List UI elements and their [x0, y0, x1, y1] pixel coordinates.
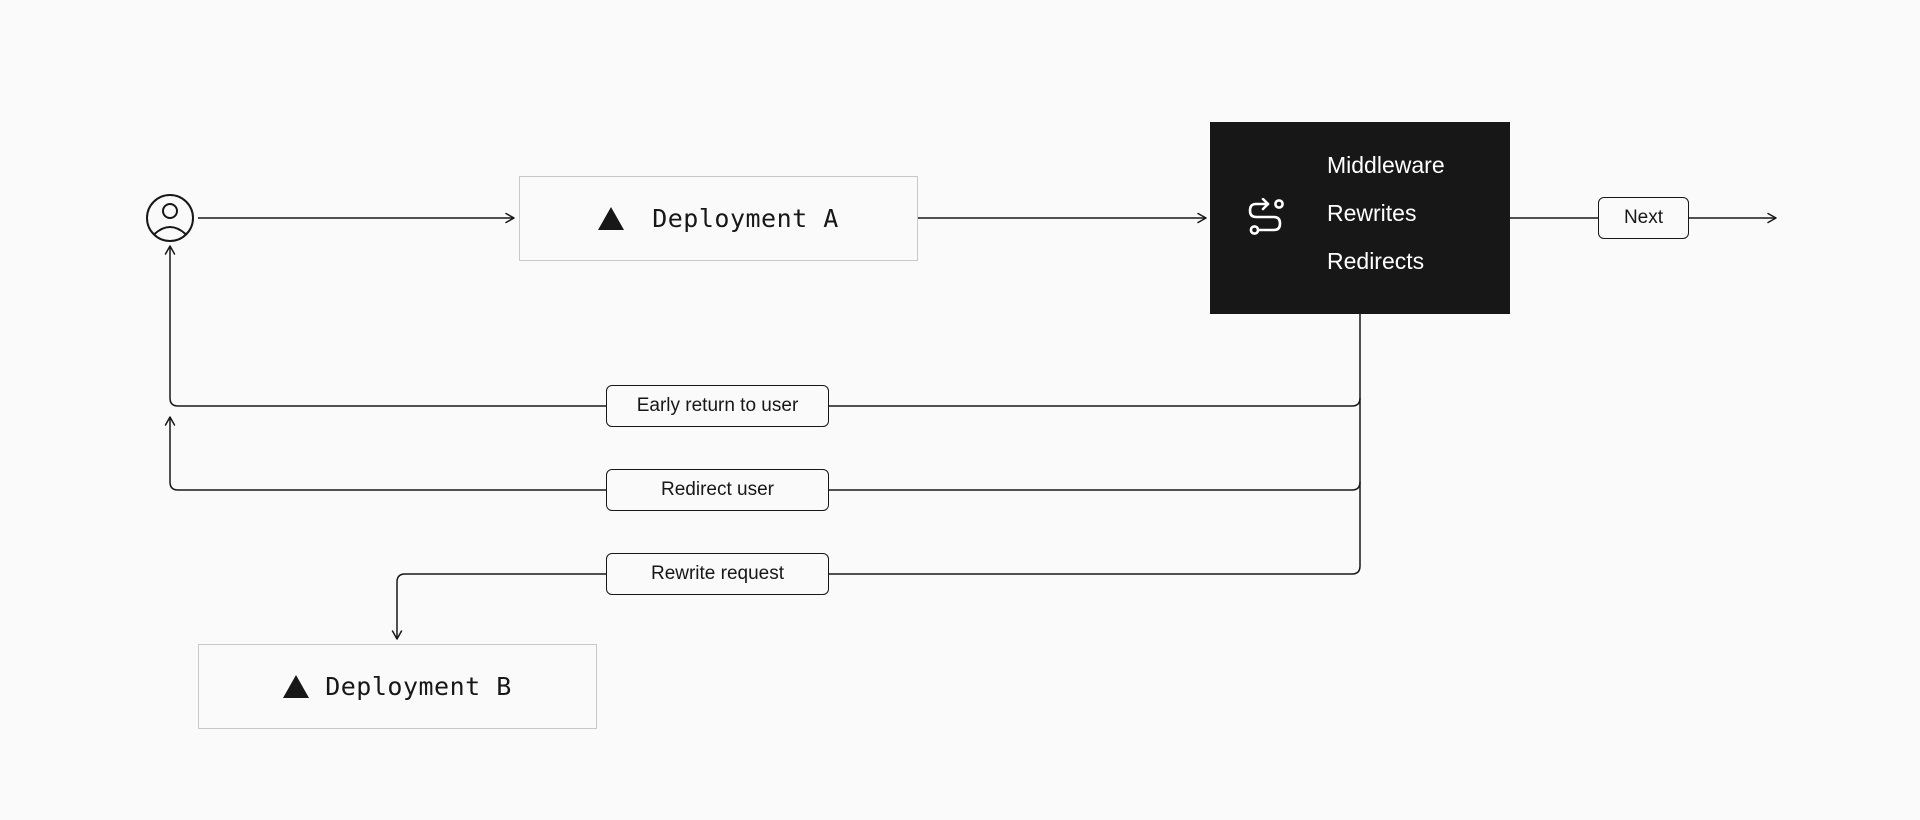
middleware-item-list: Middleware Rewrites Redirects [1327, 152, 1445, 275]
redirect-user-label: Redirect user [606, 469, 829, 511]
middleware-node: Middleware Rewrites Redirects [1210, 122, 1510, 314]
middleware-item-middleware: Middleware [1327, 152, 1445, 178]
user-icon [145, 193, 195, 243]
edge-rewrite [391, 565, 1361, 640]
middleware-item-redirects: Redirects [1327, 248, 1425, 274]
edge-early-return [164, 245, 1361, 407]
triangle-icon [598, 207, 625, 230]
rewrite-request-label: Rewrite request [606, 553, 829, 595]
edge-redirect [164, 416, 1361, 491]
deployment-b-node: Deployment B [198, 644, 597, 729]
triangle-icon [283, 675, 310, 698]
deployment-a-label: Deployment A [652, 204, 839, 233]
next-label: Next [1598, 197, 1689, 239]
deployment-b-label: Deployment B [325, 672, 512, 701]
deployment-a-node: Deployment A [519, 176, 918, 261]
middleware-item-rewrites: Rewrites [1327, 200, 1417, 226]
early-return-label: Early return to user [606, 385, 829, 427]
route-icon [1248, 197, 1288, 238]
